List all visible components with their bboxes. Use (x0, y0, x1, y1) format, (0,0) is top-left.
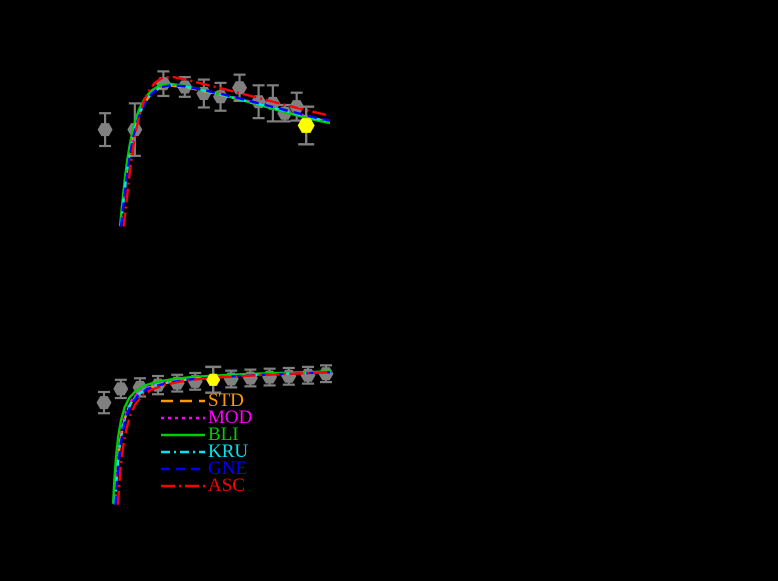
legend-item-kru: KRU (160, 441, 270, 462)
legend-label-std: STD (208, 390, 244, 411)
legend-line-std (161, 399, 205, 403)
legend-line-kru (161, 450, 205, 454)
highlight-point (297, 105, 315, 146)
highlight-marker (206, 373, 221, 386)
panel-top-left-plot (97, 70, 331, 227)
panel-bottom-left (0, 291, 389, 581)
legend-label-gne: GNE (208, 458, 248, 479)
panel-bottom-right (389, 291, 778, 581)
legend-line-asc (161, 484, 205, 488)
data-point-marker (96, 396, 112, 410)
data-point-marker (300, 368, 316, 382)
highlight-point (205, 365, 222, 394)
legend-label-mod: MOD (208, 407, 253, 428)
panel-top-left (0, 0, 389, 290)
legend-line-gne (161, 467, 205, 471)
panel-top-right (389, 0, 778, 290)
data-point-marker (232, 81, 248, 95)
series-line-bli (118, 82, 331, 226)
series-line-gne (119, 83, 331, 227)
legend-item-bli: BLI (160, 424, 270, 445)
data-point-marker (113, 382, 129, 396)
highlight-marker (297, 118, 315, 133)
legend-label-kru: KRU (208, 441, 249, 462)
legend-item-mod: MOD (160, 407, 270, 428)
panel-bottom-right-plot (389, 291, 778, 581)
model-curves (118, 75, 331, 227)
series-line-asc (116, 370, 333, 505)
panel-top-right-plot (389, 0, 778, 290)
legend-label-bli: BLI (208, 424, 239, 445)
data-point-marker (97, 123, 113, 137)
legend-label-asc: ASC (208, 475, 245, 496)
legend-item-gne: GNE (160, 458, 270, 479)
legend-item-std: STD (160, 390, 270, 411)
model-curves (111, 370, 333, 505)
legend-item-asc: ASC (160, 475, 270, 496)
legend-line-mod (161, 416, 205, 420)
series-line-asc (122, 75, 331, 227)
panel-bottom-left-plot (96, 364, 334, 505)
legend-line-bli (161, 433, 205, 437)
